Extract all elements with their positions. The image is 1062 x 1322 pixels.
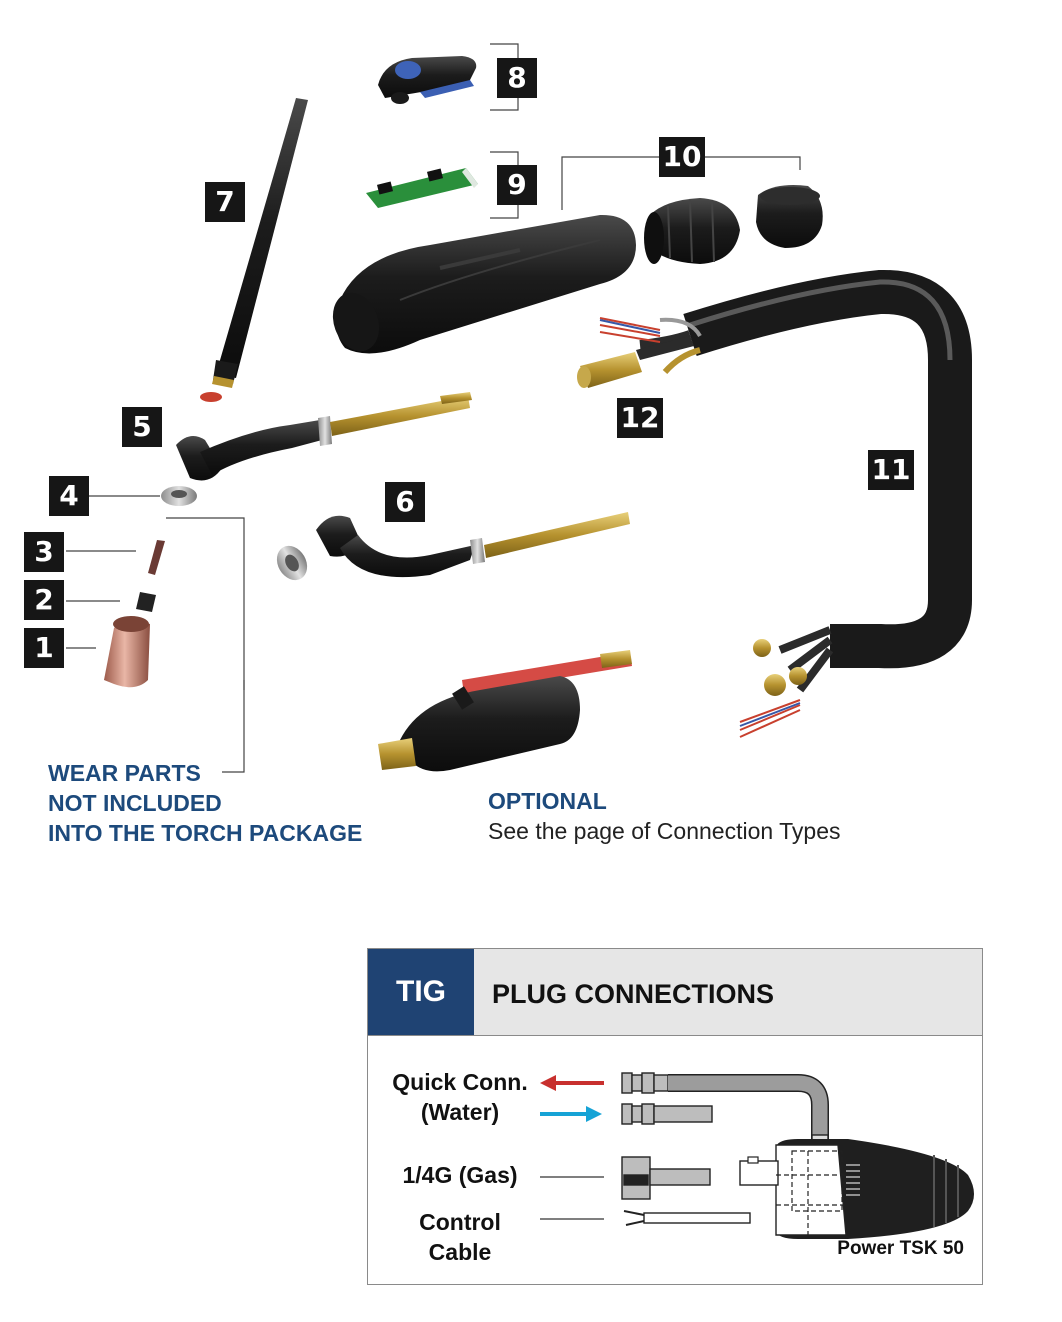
part-number-5: 5 bbox=[122, 407, 162, 447]
label-water: (Water) bbox=[420, 1099, 500, 1125]
optional-title: OPTIONAL bbox=[488, 788, 607, 814]
plug-connections-panel: TIG PLUG CONNECTIONS Quick Conn. (Water)… bbox=[367, 948, 983, 1285]
gas-fitting bbox=[621, 1156, 711, 1200]
control-cable bbox=[623, 1210, 751, 1226]
wear-parts-line-2: NOT INCLUDED bbox=[48, 790, 222, 816]
handle bbox=[332, 214, 636, 354]
plug-schematic bbox=[540, 1072, 974, 1239]
wear-parts-note: WEAR PARTS NOT INCLUDED INTO THE TORCH P… bbox=[48, 758, 362, 848]
wear-parts-line-3: INTO THE TORCH PACKAGE bbox=[48, 820, 363, 846]
part-number-12: 12 bbox=[617, 398, 663, 438]
back-cap bbox=[200, 98, 308, 402]
part-number-10: 10 bbox=[659, 137, 705, 177]
label-cable: Cable bbox=[428, 1239, 492, 1265]
optional-plug bbox=[378, 650, 632, 772]
collet bbox=[148, 540, 165, 575]
part-number-9: 9 bbox=[497, 165, 537, 205]
tsk50-plug bbox=[739, 1134, 974, 1239]
label-quick-conn: Quick Conn. bbox=[392, 1069, 528, 1095]
panel-header: TIG PLUG CONNECTIONS bbox=[368, 949, 982, 1036]
gas-lens bbox=[161, 486, 197, 506]
torch-body-flexible bbox=[276, 512, 630, 581]
ceramic-nozzle bbox=[104, 616, 150, 688]
panel-model-label: Power TSK 50 bbox=[837, 1238, 964, 1259]
cable-end-fittings bbox=[739, 626, 834, 738]
quick-connectors bbox=[621, 1072, 713, 1125]
switch-cap bbox=[378, 56, 477, 104]
part-number-4: 4 bbox=[49, 476, 89, 516]
cable-support bbox=[644, 198, 740, 264]
part-number-1: 1 bbox=[24, 628, 64, 668]
label-gas: 1/4G (Gas) bbox=[402, 1162, 518, 1188]
switch-pcb bbox=[366, 168, 478, 208]
panel-title: PLUG CONNECTIONS bbox=[492, 979, 775, 1009]
water-out-arrow bbox=[540, 1075, 604, 1091]
water-in-arrow bbox=[540, 1106, 602, 1122]
panel-tag: TIG bbox=[368, 949, 474, 1035]
part-number-6: 6 bbox=[385, 482, 425, 522]
part-number-3: 3 bbox=[24, 532, 64, 572]
torch-exploded-diagram bbox=[66, 43, 972, 773]
cable-hose bbox=[599, 269, 972, 669]
wear-parts-line-1: WEAR PARTS bbox=[48, 760, 201, 786]
power-connector bbox=[577, 336, 694, 388]
optional-text: See the page of Connection Types bbox=[488, 818, 841, 844]
part-number-2: 2 bbox=[24, 580, 64, 620]
cable-ring bbox=[756, 185, 823, 248]
torch-body-straight bbox=[176, 392, 472, 481]
part-number-7: 7 bbox=[205, 182, 245, 222]
collet-body bbox=[136, 592, 156, 612]
label-control: Control bbox=[419, 1209, 501, 1235]
part-number-8: 8 bbox=[497, 58, 537, 98]
part-number-11: 11 bbox=[868, 450, 914, 490]
